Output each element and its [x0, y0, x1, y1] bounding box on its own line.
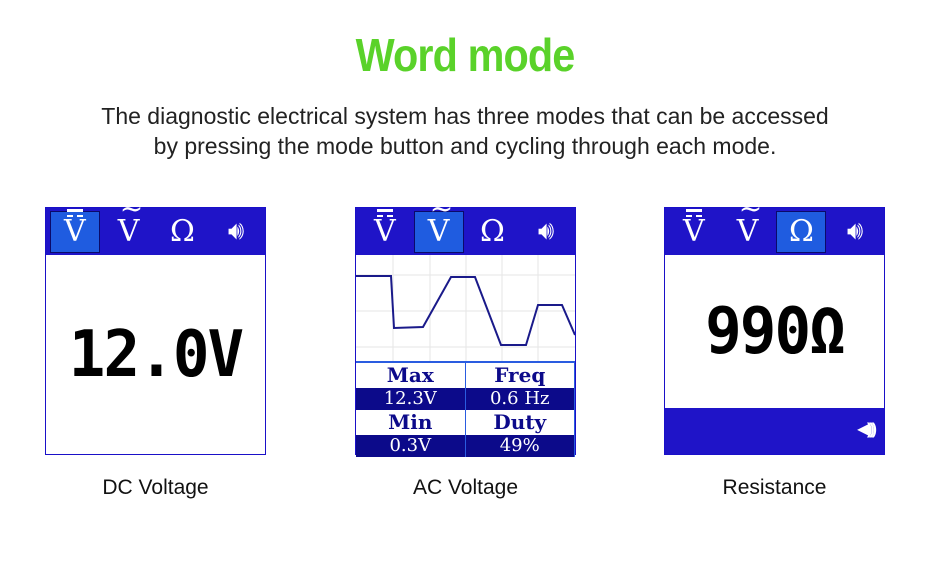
speaker-icon: 🔊︎	[227, 216, 245, 246]
resistance-screen: V V Ω 🔊︎ 990Ω ◀)))	[664, 192, 885, 455]
dc-voltage-icon: V	[374, 209, 396, 249]
mode-bar: V V Ω 🔊︎	[356, 192, 575, 255]
freq-label: Freq	[465, 363, 575, 388]
speaker-icon: 🔊︎	[846, 216, 864, 246]
dc-voltage-screen: V V Ω 🔊︎ 12.0V	[45, 192, 266, 455]
ac-voltage-icon: V	[413, 192, 464, 253]
description: The diagnostic electrical system has thr…	[0, 101, 930, 161]
description-line: The diagnostic electrical system has thr…	[101, 103, 829, 129]
mode-bar: V V Ω 🔊︎	[665, 192, 884, 255]
duty-label: Duty	[465, 410, 575, 435]
continuity-icon: ◀)))	[857, 421, 877, 438]
dc-voltage-icon: V	[49, 209, 100, 253]
max-value: 12.3V	[356, 388, 466, 410]
waveform-graph	[356, 255, 575, 361]
min-value: 0.3V	[356, 435, 466, 457]
ac-voltage-screen: V V Ω 🔊︎ Max Freq 12.3V 0.6 Hz Min Duty …	[355, 192, 576, 457]
ohm-icon: Ω	[776, 210, 827, 253]
page-title: Word mode	[355, 29, 576, 81]
lcd-reading: 12.0V	[68, 317, 244, 392]
freq-value: 0.6 Hz	[465, 388, 575, 410]
measurement-table: Max Freq 12.3V 0.6 Hz Min Duty 0.3V 49%	[356, 361, 575, 457]
grid-lines	[356, 255, 575, 361]
caption-dc-voltage: DC Voltage	[102, 476, 209, 499]
status-bar: ◀)))	[665, 408, 884, 454]
speaker-icon: 🔊︎	[537, 216, 555, 246]
waveform-line	[356, 275, 575, 346]
lcd-reading: 990Ω	[705, 294, 846, 369]
min-label: Min	[356, 410, 466, 435]
max-label: Max	[356, 363, 466, 388]
caption-ac-voltage: AC Voltage	[412, 476, 519, 499]
description-line: by pressing the mode button and cycling …	[153, 133, 777, 159]
ohm-icon: Ω	[479, 214, 505, 249]
caption-resistance: Resistance	[722, 476, 827, 499]
dc-voltage-icon: V	[683, 209, 705, 249]
duty-value: 49%	[465, 435, 575, 457]
ohm-icon: Ω	[169, 214, 195, 249]
mode-bar: V V Ω 🔊︎	[46, 192, 265, 255]
ac-voltage-icon: V	[723, 192, 773, 253]
ac-voltage-icon: V	[104, 192, 154, 253]
